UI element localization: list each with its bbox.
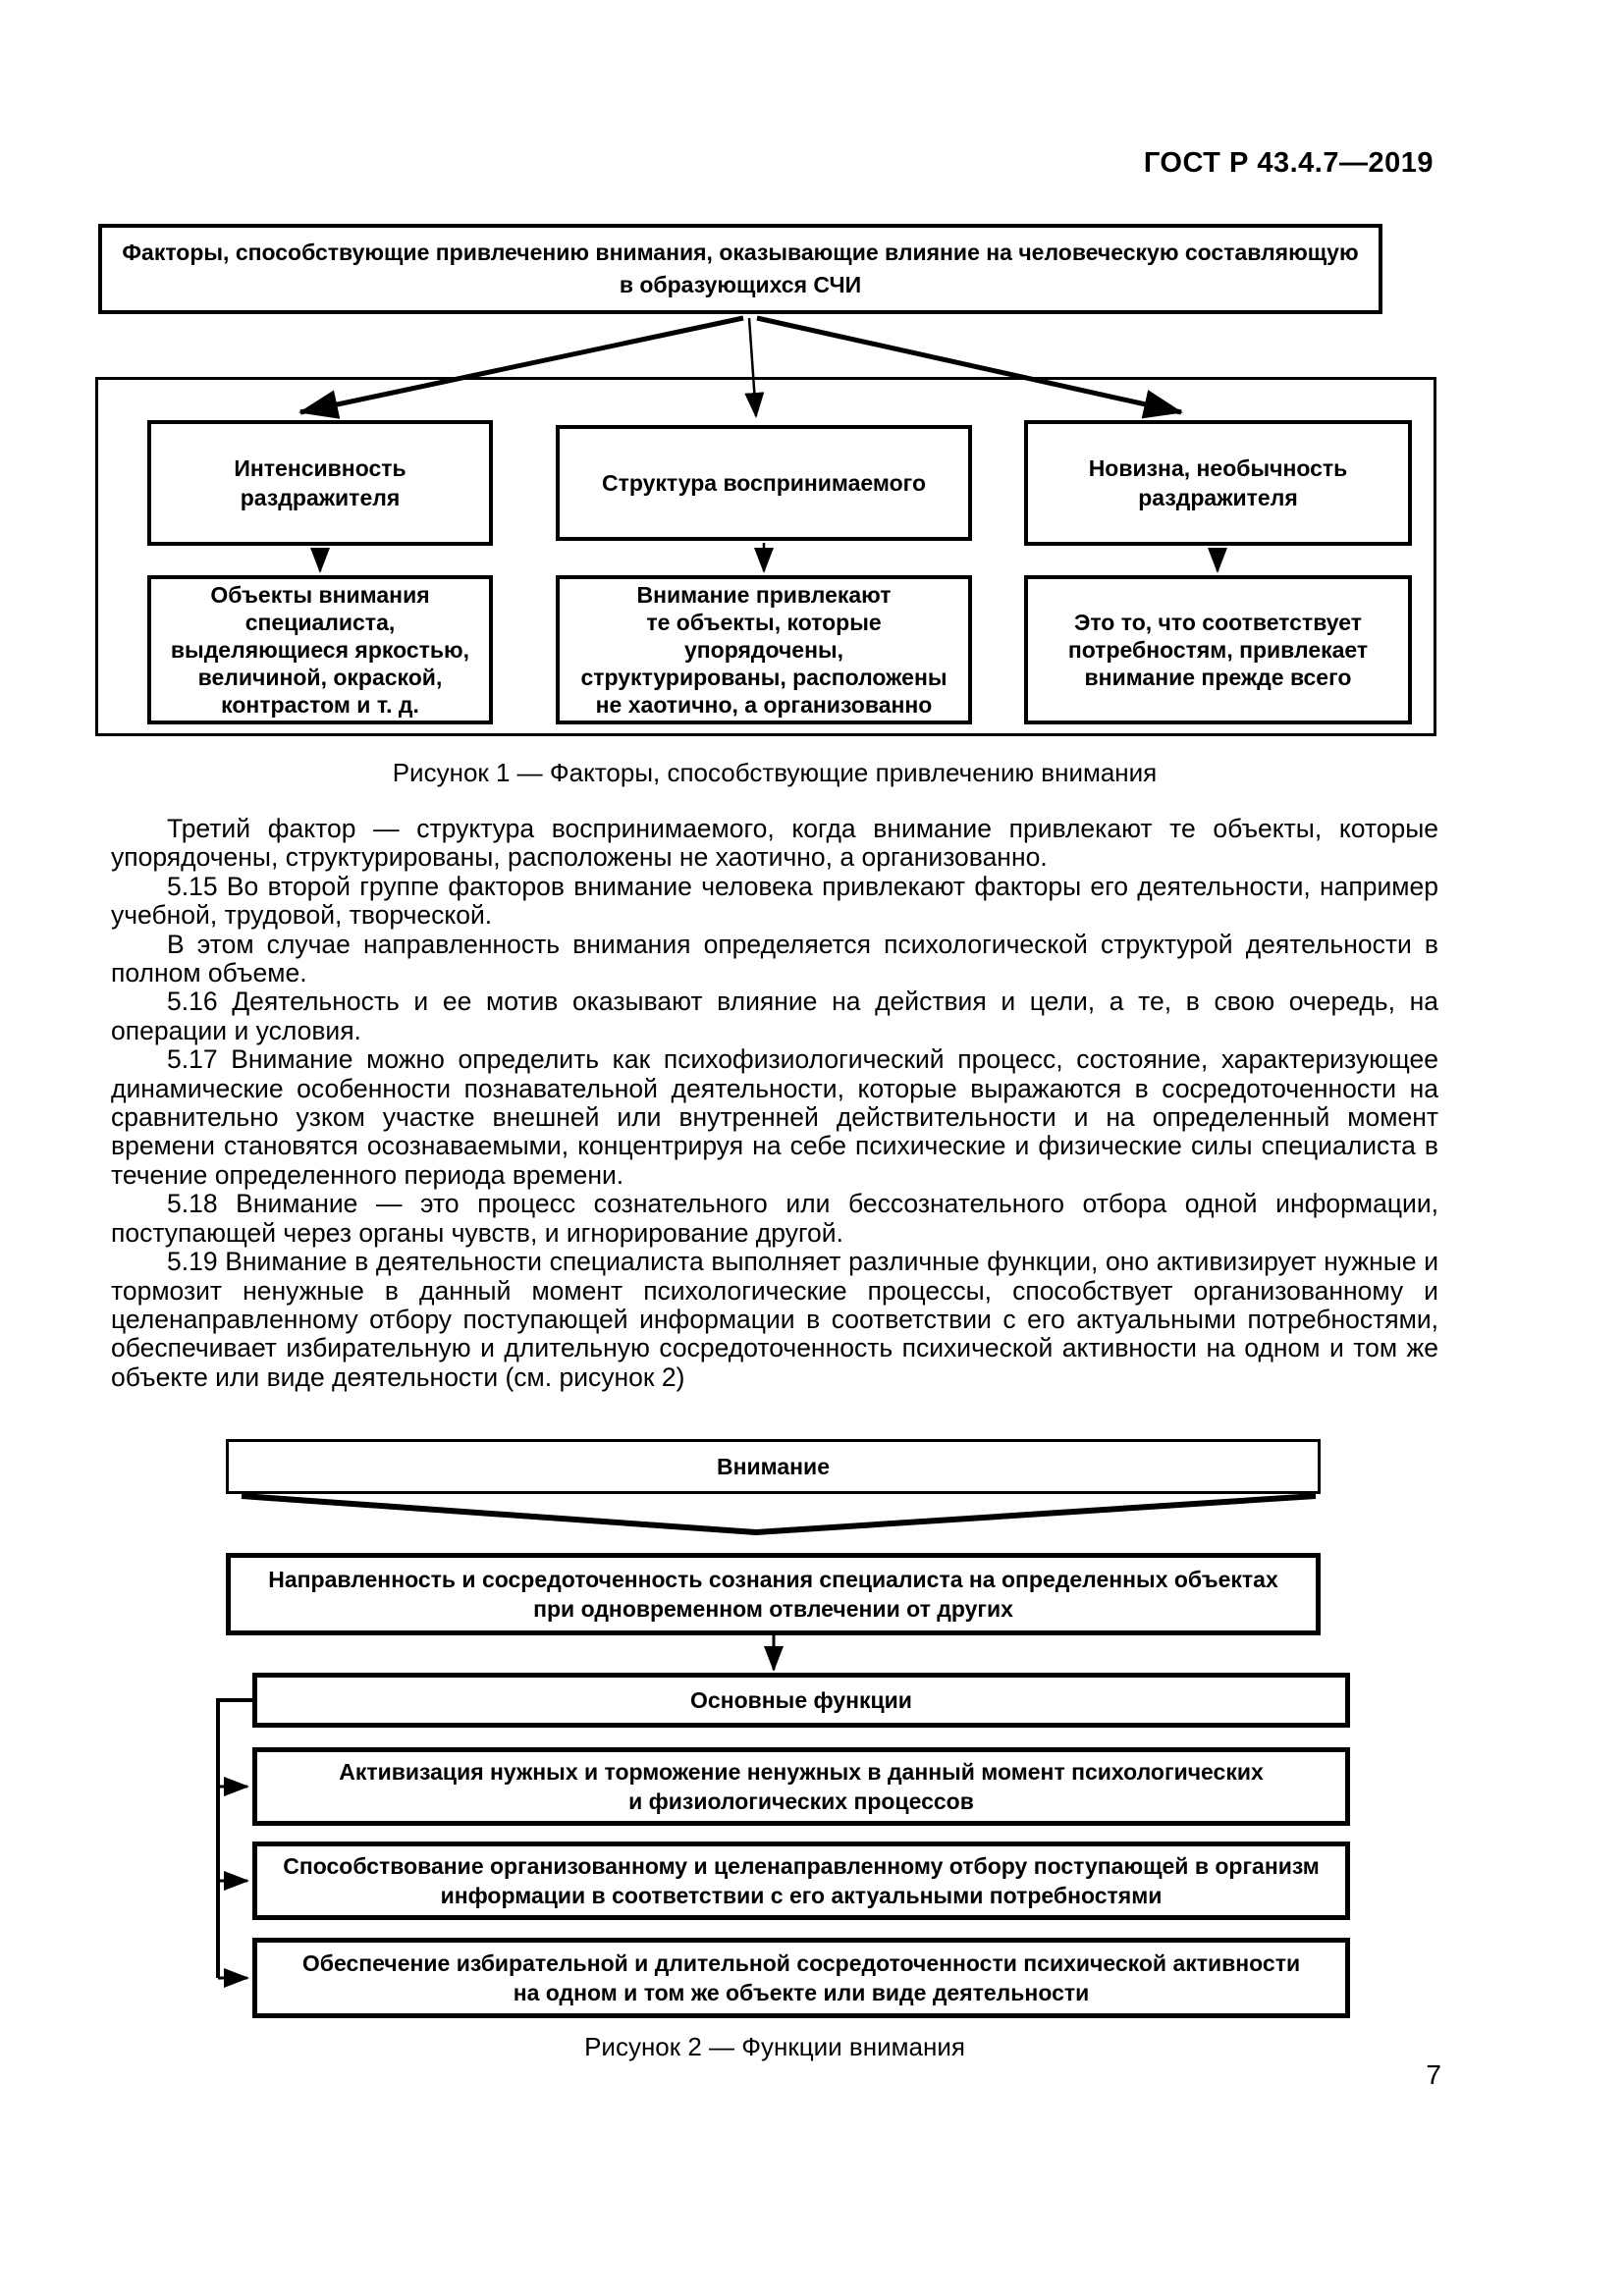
fig1-factor1-detail-box: Объекты внимания специалиста, выделяющие… [147, 575, 493, 724]
paragraph-5-15: 5.15 Во второй группе факторов внимание … [111, 871, 1438, 931]
page-number: 7 [1426, 2059, 1441, 2090]
fig1-factor3-title-box: Новизна, необычность раздражителя [1024, 420, 1412, 546]
fig2-bracket-line [216, 1698, 253, 1978]
paragraph-5-17: 5.17 Внимание можно определить как психо… [111, 1044, 1438, 1190]
fig2-function2-box: Способствование организованному и целена… [252, 1842, 1350, 1920]
fig2-function3-box: Обеспечение избирательной и длительной с… [252, 1938, 1350, 2018]
standard-number-header: ГОСТ Р 43.4.7—2019 [1143, 147, 1434, 179]
fig2-main-functions-box: Основные функции [252, 1673, 1350, 1728]
fig2-caption: Рисунок 2 — Функции внимания [584, 2032, 965, 2061]
fig2-attention-box: Внимание [226, 1439, 1321, 1494]
paragraph-5-16: 5.16 Деятельность и ее мотив оказывают в… [111, 987, 1438, 1045]
fig1-factor3-detail-box: Это то, что соответствует потребностям, … [1024, 575, 1412, 724]
fig2-function1-box: Активизация нужных и торможение ненужных… [252, 1747, 1350, 1826]
fig1-caption: Рисунок 1 — Факторы, способствующие прив… [392, 758, 1158, 787]
paragraph-third-factor: Третий фактор — структура воспринимаемог… [111, 814, 1438, 873]
paragraph-5-18: 5.18 Внимание — это процесс сознательног… [111, 1189, 1438, 1248]
fig1-factor2-detail-box: Внимание привлекают те объекты, которые … [556, 575, 972, 724]
fig1-factor2-title-box: Структура воспринимаемого [556, 425, 972, 541]
fig1-root-box: Факторы, способствующие привлечению вним… [98, 224, 1382, 314]
fig1-factor1-title-box: Интенсивность раздражителя [147, 420, 493, 546]
paragraph-5-15-cont: В этом случае направленность внимания оп… [111, 929, 1438, 988]
fig2-definition-box: Направленность и сосредоточенность созна… [226, 1553, 1321, 1635]
body-text: Третий фактор — структура воспринимаемог… [111, 814, 1438, 1392]
fig2-funnel-lines [241, 1493, 1317, 1536]
paragraph-5-19: 5.19 Внимание в деятельности специалиста… [111, 1247, 1438, 1392]
